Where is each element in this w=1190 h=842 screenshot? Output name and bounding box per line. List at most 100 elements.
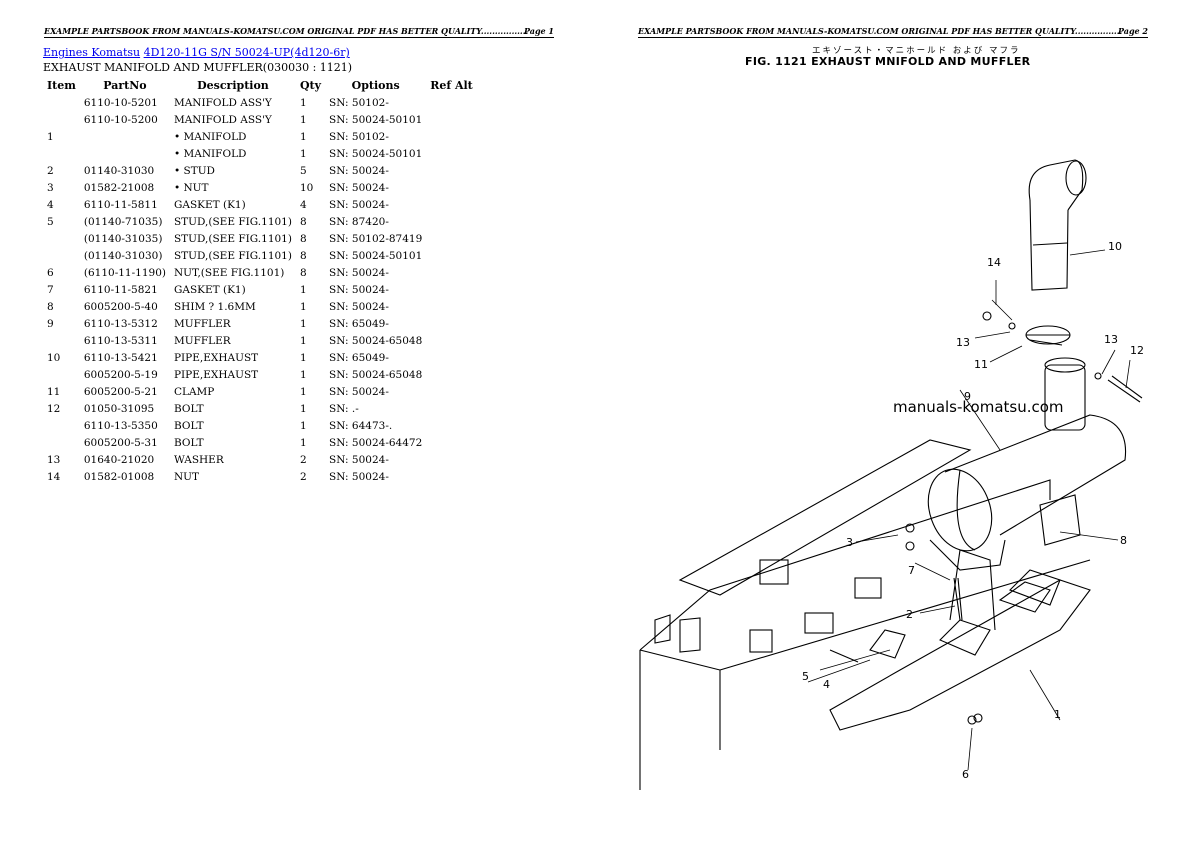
cell-partno: 6110-11-5811 — [83, 198, 158, 211]
cell-item: 13 — [47, 453, 61, 466]
cell-partno: 6110-13-5311 — [83, 334, 158, 347]
cell-partno: (01140-71035) — [83, 215, 163, 228]
cell-options: SN: 87420- — [329, 215, 389, 228]
cell-description: • STUD — [173, 164, 215, 177]
callout-1: 1 — [1054, 708, 1061, 721]
cell-description: MANIFOLD ASS'Y — [173, 96, 272, 109]
callout-13: 13 — [956, 336, 970, 349]
cell-options: SN: 50024- — [329, 266, 389, 279]
cell-description: PIPE,EXHAUST — [173, 351, 259, 364]
cell-item — [43, 230, 80, 247]
hardware-drawing — [829, 311, 1143, 725]
page-header-left: EXAMPLE PARTSBOOK FROM MANUALS-KOMATSU.C… — [44, 26, 554, 38]
column-header: Options — [351, 78, 400, 92]
cell-refalt — [426, 332, 477, 349]
cell-qty: 8 — [299, 215, 307, 228]
header-text: EXAMPLE PARTSBOOK FROM MANUALS-KOMATSU.C… — [44, 26, 529, 36]
cell-refalt — [426, 383, 477, 400]
cell-qty: 10 — [299, 181, 314, 194]
figure-title-japanese: エキゾースト・マニホールド および マフラ — [812, 46, 1021, 56]
cell-options: SN: 65049- — [329, 351, 389, 364]
cell-qty: 1 — [299, 113, 307, 126]
cell-item — [43, 366, 80, 383]
exhaust-manifold-diagram: 10 14 13 11 13 12 9 3 7 2 8 5 4 6 1 — [639, 159, 1144, 790]
cell-description: GASKET (K1) — [173, 283, 246, 296]
figure-title: FIG. 1121 EXHAUST MNIFOLD AND MUFFLER — [745, 55, 1031, 68]
cell-description: NUT — [173, 470, 200, 483]
cell-description: PIPE,EXHAUST — [173, 368, 259, 381]
cell-partno — [80, 128, 170, 145]
cell-partno: 01140-31030 — [83, 164, 155, 177]
breadcrumb-link-model[interactable]: 4D120-11G S/N 50024-UP(4d120-6r) — [143, 46, 350, 59]
cell-partno: 6110-10-5201 — [83, 96, 158, 109]
callout-8: 8 — [1120, 534, 1127, 547]
cell-options: SN: 50024-65048 — [329, 334, 423, 347]
callout-9: 9 — [964, 390, 971, 403]
cell-options: SN: 50102- — [329, 96, 389, 109]
exhaust-manifold-drawing — [829, 549, 1091, 731]
callout-4: 4 — [823, 678, 830, 691]
callout-3: 3 — [846, 536, 853, 549]
cell-options: SN: 50024- — [329, 181, 389, 194]
callout-2: 2 — [906, 608, 913, 621]
cell-refalt — [426, 247, 477, 264]
cell-options: SN: 50024-65048 — [329, 368, 423, 381]
header-text: EXAMPLE PARTSBOOK FROM MANUALS-KOMATSU.C… — [638, 26, 1123, 36]
cell-qty: 5 — [299, 164, 307, 177]
cell-item — [43, 111, 80, 128]
cell-item — [43, 247, 80, 264]
cell-description: WASHER — [173, 453, 224, 466]
cell-description: NUT,(SEE FIG.1101) — [173, 266, 285, 279]
callout-labels: 10 14 13 11 13 12 9 3 7 2 8 5 4 6 1 — [802, 240, 1144, 781]
cell-qty: 1 — [299, 147, 307, 160]
cell-partno: 6110-13-5350 — [83, 419, 158, 432]
cell-item: 5 — [47, 215, 54, 228]
cell-options: SN: 50024- — [329, 164, 389, 177]
cell-item: 1 — [47, 130, 54, 143]
callout-12: 12 — [1130, 344, 1144, 357]
cell-refalt — [426, 315, 477, 332]
cell-partno: 01640-21020 — [83, 453, 155, 466]
cell-description: GASKET (K1) — [173, 198, 246, 211]
column-header: Description — [197, 78, 269, 92]
cell-qty: 2 — [299, 453, 307, 466]
cell-description: STUD,(SEE FIG.1101) — [173, 249, 292, 262]
breadcrumb-link-engines[interactable]: Engines Komatsu — [43, 46, 141, 59]
callout-11: 11 — [974, 358, 988, 371]
cylinder-head-drawing — [639, 439, 1091, 790]
cell-description: BOLT — [173, 419, 204, 432]
cell-refalt — [426, 196, 477, 213]
table-header-row: Item PartNo Description Qty Options Ref … — [43, 76, 477, 94]
column-header: PartNo — [103, 78, 147, 92]
cell-refalt — [426, 230, 477, 247]
cell-qty: 2 — [299, 470, 307, 483]
cell-refalt — [426, 298, 477, 315]
cell-item — [43, 417, 80, 434]
cell-item — [43, 145, 80, 162]
cell-options: SN: 50024-50101 — [329, 249, 423, 262]
exhaust-pipe-drawing — [1025, 159, 1087, 346]
callout-13b: 13 — [1104, 333, 1118, 346]
cell-qty: 8 — [299, 232, 307, 245]
parts-table: Item PartNo Description Qty Options Ref … — [43, 76, 477, 485]
cell-qty: 1 — [299, 402, 307, 415]
cell-partno: (6110-11-1190) — [83, 266, 166, 279]
cell-partno: 6110-11-5821 — [83, 283, 158, 296]
cell-options: SN: 65049- — [329, 317, 389, 330]
cell-item: 6 — [47, 266, 54, 279]
cell-qty: 1 — [299, 300, 307, 313]
cell-qty: 1 — [299, 283, 307, 296]
cell-options: SN: 50024- — [329, 283, 389, 296]
page-number: Page 2 — [1117, 26, 1148, 36]
